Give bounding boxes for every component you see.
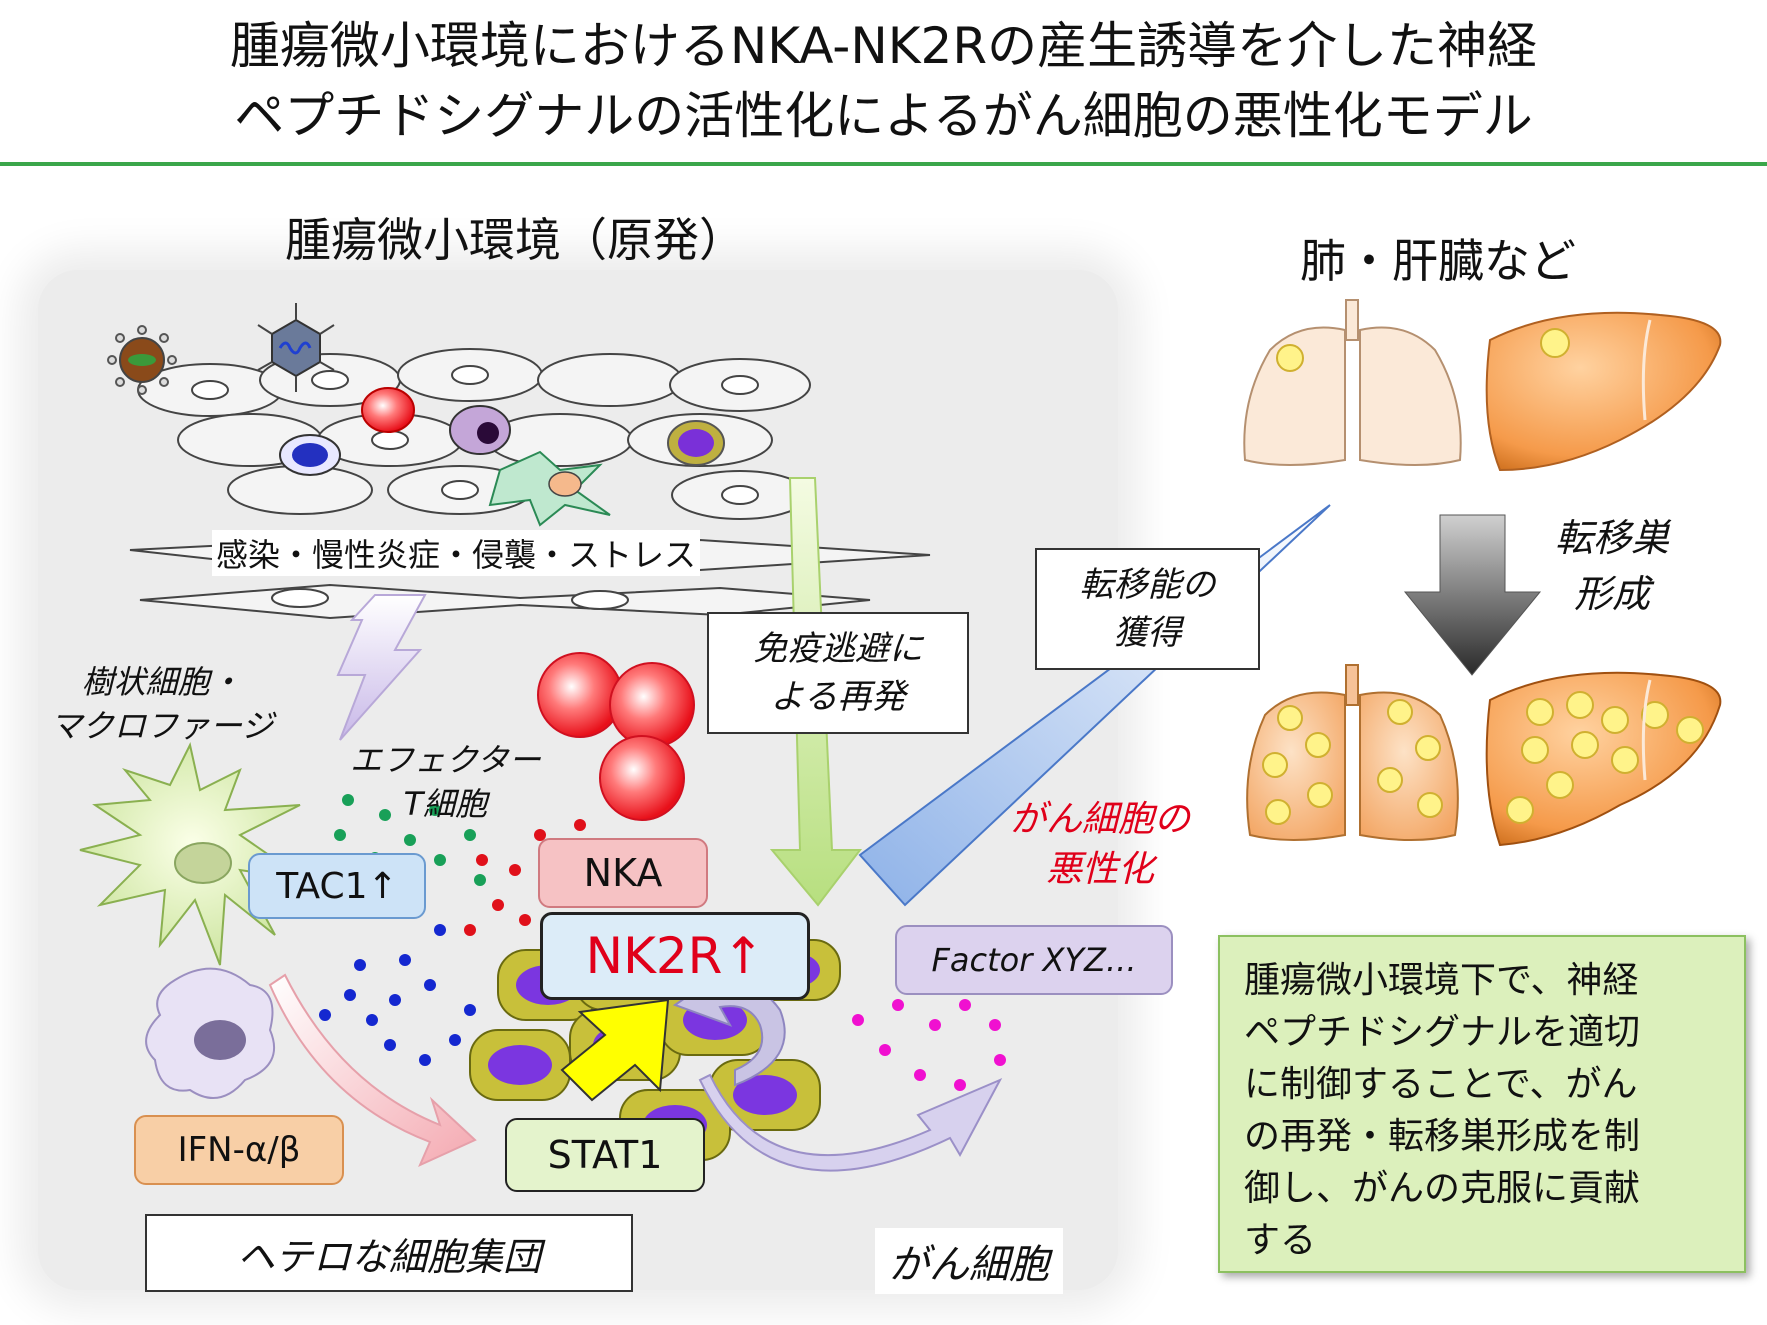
bacteriophage-icon [257,303,335,392]
liver-healthy-icon [1485,311,1722,472]
factor-xyz-box: Factor XYZ... [895,925,1173,995]
immune-escape-label: 免疫逃避に よる再発 [707,612,969,734]
lung-healthy-icon [1243,299,1462,466]
organs-label: 肺・肝臓など [1300,234,1576,288]
page-title-line1: 腫瘍微小環境におけるNKA-NK2Rの産生誘導を介した神経 [229,17,1538,75]
ifn-signal-arrow [268,973,477,1167]
dendritic-macrophage-label: 樹状細胞・ マクロファージ [50,663,274,745]
nka-box: NKA [538,838,708,908]
page-title-line2: ペプチドシグナルの活性化によるがん細胞の悪性化モデル [234,87,1533,145]
tac1-box: TAC1↑ [248,853,426,919]
stat1-activation-arrow [560,998,670,1102]
metastasis-down-arrow [1403,514,1542,676]
lung-metastasis-icon [1246,664,1459,841]
virus-icon [107,325,177,395]
metastasis-gain-label: 転移能の 獲得 [1035,548,1260,670]
secretion-arrow [698,1073,1003,1172]
magenta-signal-dots [852,999,1006,1091]
immune-cells-top [279,387,725,527]
title-divider [0,162,1767,166]
blue-signal-dots [319,924,476,1066]
stimulus-bolt-arrow [336,594,427,741]
effector-t-cell-label: エフェクター T細胞 [350,741,541,823]
liver-metastasis-icon [1485,671,1722,847]
nk2r-box: NK2R↑ [540,912,810,1000]
ifn-box: IFN-α/β [134,1115,344,1185]
stress-label: 感染・慢性炎症・侵襲・ストレス [212,530,701,576]
malignancy-label: がん細胞の 悪性化 [1010,799,1191,890]
metastasis-formation-label: 転移巣 形成 [1555,516,1670,616]
cancer-cell-label: がん細胞 [875,1228,1063,1294]
tumor-environment-label: 腫瘍微小環境（原発） [285,213,745,267]
heterogeneous-population-label: ヘテロな細胞集団 [145,1214,633,1292]
stat1-box: STAT1 [505,1118,705,1192]
summary-box: 腫瘍微小環境下で、神経 ペプチドシグナルを適切 に制御することで、がん の再発・… [1218,935,1746,1273]
effector-t-cells [537,652,695,821]
